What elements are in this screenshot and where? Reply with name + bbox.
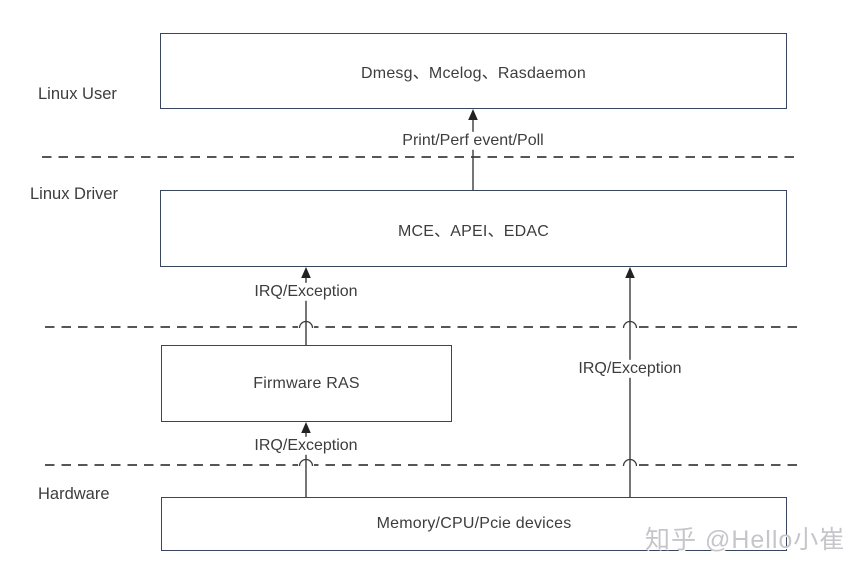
layer-label-hardware: Hardware (38, 485, 110, 503)
box-linux-user-tools: Dmesg、Mcelog、Rasdaemon (160, 33, 787, 109)
box-linux-driver-subsystems-label: MCE、APEI、EDAC (397, 222, 550, 240)
box-firmware-ras: Firmware RAS (161, 345, 452, 422)
arrowheads (301, 109, 635, 433)
edge-label-irq-exception-right: IRQ/Exception (573, 359, 687, 379)
edge-label-irq-exception-upper-left: IRQ/Exception (249, 282, 363, 302)
box-linux-user-tools-label: Dmesg、Mcelog、Rasdaemon (361, 65, 586, 82)
edge-label-print-perf-poll: Print/Perf event/Poll (397, 131, 549, 151)
layer-label-linux-user: Linux User (38, 85, 117, 103)
watermark-zhihu: 知乎 @Hello小崔 (645, 526, 846, 554)
box-linux-driver-subsystems: MCE、APEI、EDAC (160, 190, 787, 267)
box-hardware-devices: Memory/CPU/Pcie devices (161, 497, 787, 551)
edge-label-irq-exception-lower-left: IRQ/Exception (249, 436, 363, 456)
layer-label-linux-driver: Linux Driver (30, 185, 119, 203)
box-firmware-ras-label: Firmware RAS (253, 374, 360, 392)
box-hardware-devices-label: Memory/CPU/Pcie devices (376, 515, 572, 532)
